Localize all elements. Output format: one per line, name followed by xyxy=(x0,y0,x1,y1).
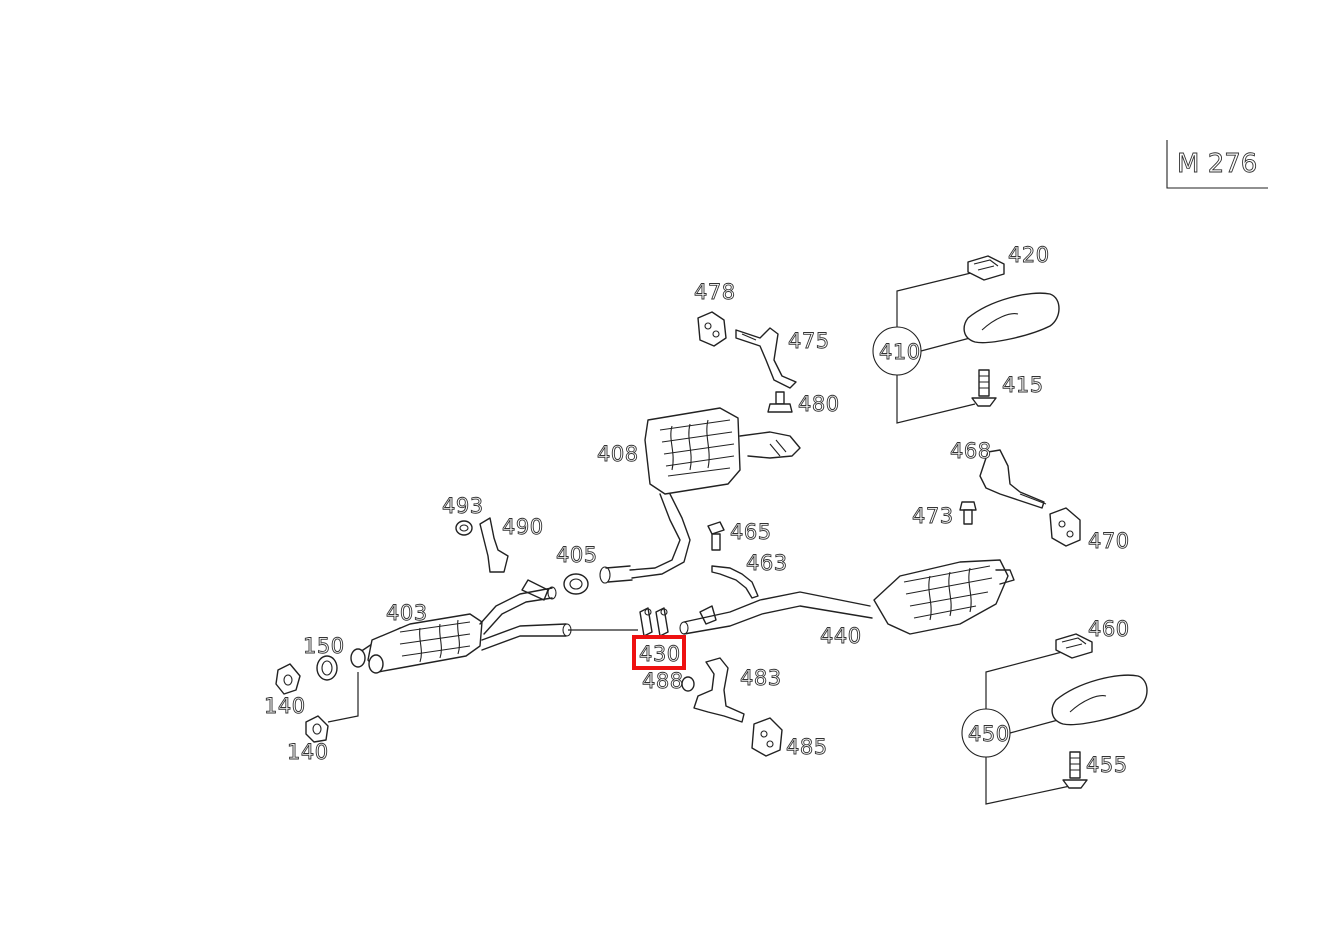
rubber-mount-478 xyxy=(697,311,727,347)
label-490: 490 xyxy=(502,515,544,539)
label-455: 455 xyxy=(1086,753,1128,777)
label-140-b: 140 xyxy=(287,740,329,764)
tailpipe-trim-410 xyxy=(963,292,1060,344)
rubber-mount-470 xyxy=(1049,507,1081,547)
bolt-465 xyxy=(707,521,725,551)
label-475: 475 xyxy=(788,329,830,353)
clip-460 xyxy=(1055,633,1093,659)
label-405: 405 xyxy=(556,543,598,567)
label-478: 478 xyxy=(694,280,736,304)
screw-455 xyxy=(1062,751,1088,789)
front-pipe-catalyst-403 xyxy=(350,579,572,674)
engine-code-box: M 276 xyxy=(1166,140,1268,189)
hanger-490 xyxy=(479,517,509,573)
rubber-493 xyxy=(455,520,473,536)
rear-pipe-440 xyxy=(679,591,873,635)
bolt-480 xyxy=(767,391,793,413)
screw-415 xyxy=(971,369,997,407)
clamp-430 xyxy=(568,607,669,637)
bracket-463 xyxy=(711,565,759,599)
label-473: 473 xyxy=(912,504,954,528)
label-468: 468 xyxy=(950,439,992,463)
label-485: 485 xyxy=(786,735,828,759)
label-480: 480 xyxy=(798,392,840,416)
intermediate-pipe-405 xyxy=(563,565,633,595)
tailpipe-kit-410 xyxy=(872,255,1060,424)
center-muffler-408 xyxy=(629,407,801,579)
label-408: 408 xyxy=(597,442,639,466)
leader-140 xyxy=(327,672,359,723)
label-460: 460 xyxy=(1088,617,1130,641)
label-420: 420 xyxy=(1008,243,1050,267)
tailpipe-kit-450 xyxy=(961,633,1148,805)
nut-488 xyxy=(681,676,695,692)
clamp-140-a xyxy=(275,663,301,695)
label-483: 483 xyxy=(740,666,782,690)
label-465: 465 xyxy=(730,520,772,544)
label-410: 410 xyxy=(879,340,921,364)
label-450: 450 xyxy=(968,722,1010,746)
label-463: 463 xyxy=(746,551,788,575)
clamp-405 xyxy=(563,573,589,595)
hanger-468 xyxy=(979,449,1047,509)
label-150: 150 xyxy=(303,634,345,658)
label-440: 440 xyxy=(820,624,862,648)
label-488: 488 xyxy=(642,669,684,693)
label-403: 403 xyxy=(386,601,428,625)
label-470: 470 xyxy=(1088,529,1130,553)
hanger-group-490 xyxy=(455,517,509,573)
clamp-140-b xyxy=(305,715,329,743)
tailpipe-trim-450 xyxy=(1051,674,1148,726)
hanger-bracket-475 xyxy=(735,327,797,389)
hanger-483 xyxy=(693,657,745,723)
clip-420 xyxy=(967,255,1005,281)
clamp-150 xyxy=(316,655,338,681)
rear-muffler-hanger-group xyxy=(697,311,797,413)
label-415: 415 xyxy=(1002,373,1044,397)
label-140-a: 140 xyxy=(264,694,306,718)
engine-code-label: M 276 xyxy=(1177,149,1257,179)
label-430: 430 xyxy=(639,642,681,666)
label-493: 493 xyxy=(442,494,484,518)
highlight-box-430 xyxy=(632,635,686,670)
bolt-473 xyxy=(959,501,977,525)
rubber-mount-485 xyxy=(751,717,783,757)
rear-muffler xyxy=(873,559,1015,635)
